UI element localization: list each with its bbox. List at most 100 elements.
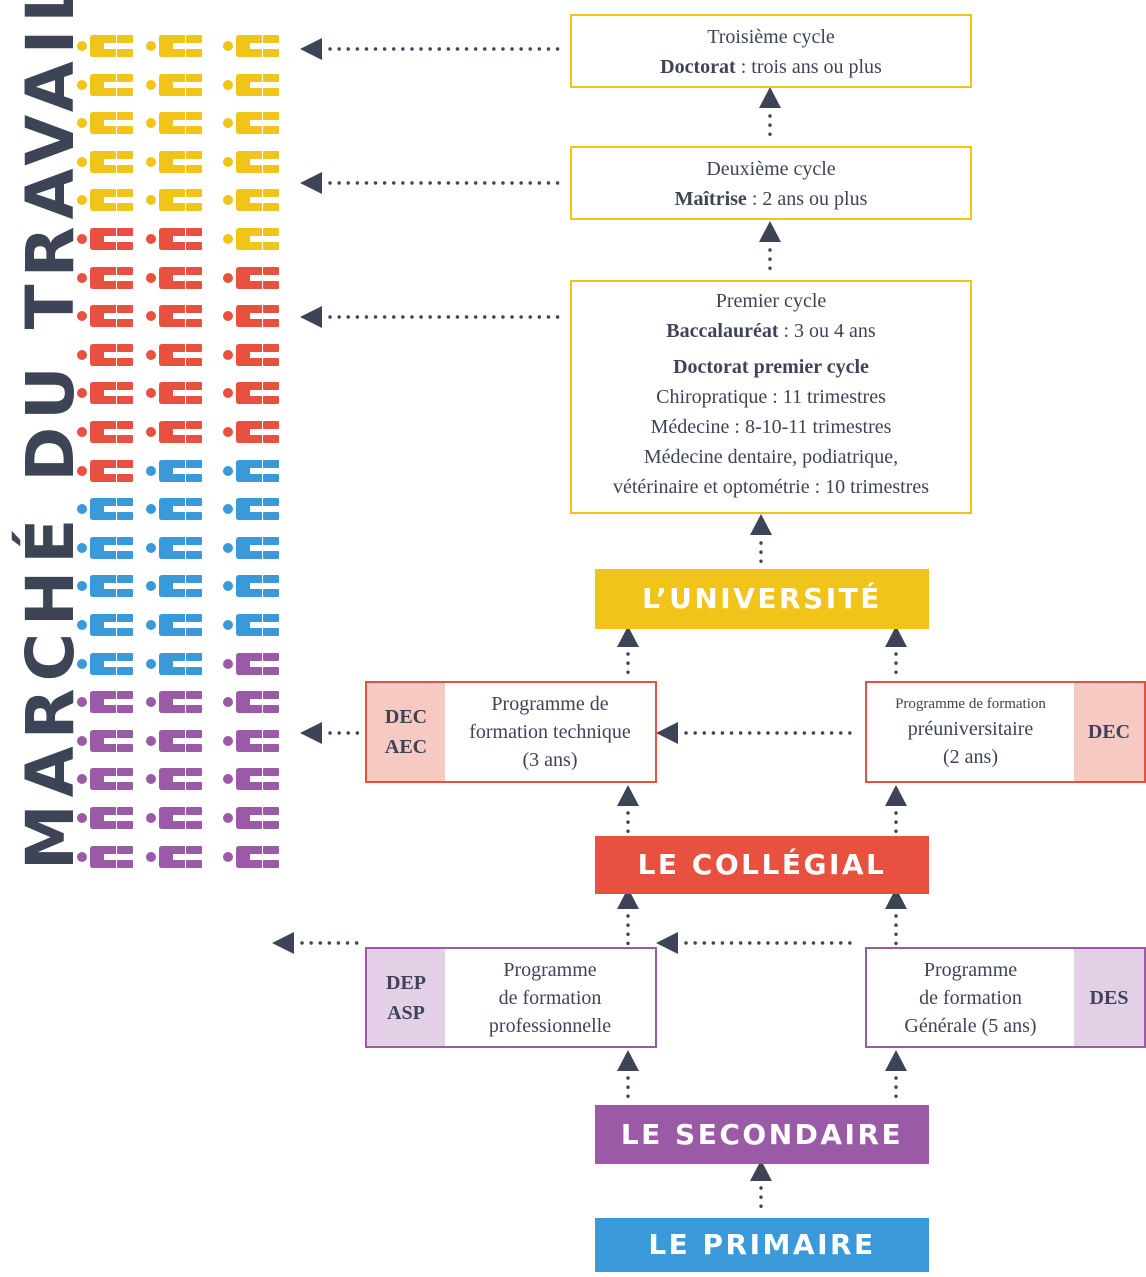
person-icon bbox=[146, 189, 202, 211]
technique-program-text: Programme de formation technique (3 ans) bbox=[445, 683, 655, 781]
collegial-banner: LE COLLÉGIAL bbox=[595, 836, 929, 894]
person-icon bbox=[146, 421, 202, 443]
premier-cycle-box: Premier cycle Baccalauréat : 3 ou 4 ans … bbox=[570, 280, 972, 514]
arrow-up-bacc-to-maitrise bbox=[759, 221, 781, 242]
person-icon bbox=[77, 537, 133, 559]
person-icon bbox=[77, 267, 133, 289]
arrow-up-technique-to-univ bbox=[617, 626, 639, 647]
arrow-up-univ-to-premier bbox=[750, 514, 772, 535]
dep-tag: DEP bbox=[386, 971, 426, 994]
person-icon bbox=[146, 74, 202, 96]
person-icon bbox=[223, 74, 279, 96]
pro-program-text: Programme de formation professionnelle bbox=[445, 949, 655, 1046]
arrow-left-technique bbox=[300, 722, 322, 744]
technique-program-box: DEC AEC Programme de formation technique… bbox=[365, 681, 657, 783]
troisieme-cycle-detail: Doctorat : trois ans ou plus bbox=[660, 56, 882, 78]
person-icon bbox=[146, 267, 202, 289]
person-icon bbox=[223, 228, 279, 250]
person-icon bbox=[77, 460, 133, 482]
person-icon bbox=[77, 614, 133, 636]
person-icon bbox=[77, 653, 133, 675]
generale-line-3: Générale (5 ans) bbox=[904, 1014, 1037, 1037]
person-icon bbox=[77, 112, 133, 134]
premier-cycle-line-1: Chiropratique : 11 trimestres bbox=[656, 386, 886, 408]
person-icon bbox=[146, 653, 202, 675]
person-icon bbox=[77, 807, 133, 829]
person-icon bbox=[146, 691, 202, 713]
person-icon bbox=[223, 730, 279, 752]
premier-cycle-label: Premier cycle bbox=[715, 290, 827, 312]
preuniversitaire-program-box: Programme de formation préuniversitaire … bbox=[865, 681, 1146, 783]
person-icon bbox=[223, 267, 279, 289]
technique-line-2: formation technique bbox=[469, 721, 631, 743]
person-icon bbox=[223, 846, 279, 868]
person-icon bbox=[223, 305, 279, 327]
arrow-up-secondaire-to-generale bbox=[885, 1050, 907, 1071]
generale-line-1: Programme bbox=[923, 958, 1018, 981]
person-icon bbox=[77, 691, 133, 713]
person-icon bbox=[146, 575, 202, 597]
troisieme-cycle-box: Troisième cycle Doctorat : trois ans ou … bbox=[570, 14, 972, 88]
preuniv-diploma-tag: DEC bbox=[1074, 683, 1144, 781]
arrow-up-maitrise-to-doctorat bbox=[759, 87, 781, 108]
aec-tag: AEC bbox=[384, 736, 428, 758]
person-icon bbox=[146, 768, 202, 790]
arrow-up-primaire-to-secondaire bbox=[750, 1160, 772, 1181]
dec-tag: DEC bbox=[384, 706, 428, 728]
person-icon bbox=[77, 74, 133, 96]
arrow-up-collegial-to-preuniv bbox=[885, 785, 907, 806]
arrow-left-professionnelle bbox=[272, 932, 294, 954]
pro-line-2: de formation bbox=[498, 986, 602, 1009]
person-icon bbox=[146, 614, 202, 636]
person-icon bbox=[146, 807, 202, 829]
person-icon bbox=[77, 730, 133, 752]
person-icon bbox=[77, 151, 133, 173]
person-icon bbox=[146, 228, 202, 250]
person-icon bbox=[146, 498, 202, 520]
pro-diploma-tags: DEP ASP bbox=[367, 949, 445, 1046]
doctorat-premier-cycle-heading: Doctorat premier cycle bbox=[673, 356, 869, 378]
dec-tag: DEC bbox=[1087, 721, 1131, 743]
person-icon bbox=[223, 614, 279, 636]
arrow-left-baccalaureat bbox=[300, 306, 322, 328]
person-icon bbox=[223, 382, 279, 404]
generale-diploma-tag: DES bbox=[1074, 949, 1144, 1046]
person-icon bbox=[223, 112, 279, 134]
person-icon bbox=[223, 768, 279, 790]
generale-program-text: Programme de formation Générale (5 ans) bbox=[867, 949, 1074, 1046]
person-icon bbox=[146, 846, 202, 868]
generale-program-box: Programme de formation Générale (5 ans) … bbox=[865, 947, 1146, 1048]
primaire-banner: LE PRIMAIRE bbox=[595, 1218, 929, 1272]
pro-line-1: Programme bbox=[503, 958, 597, 981]
deuxieme-cycle-detail: Maîtrise : 2 ans ou plus bbox=[674, 188, 868, 210]
professionnelle-program-box: DEP ASP Programme de formation professio… bbox=[365, 947, 657, 1048]
technique-line-1: Programme de bbox=[491, 693, 609, 715]
arrow-up-collegial-to-technique bbox=[617, 785, 639, 806]
person-icon bbox=[77, 189, 133, 211]
preuniv-line-1: Programme de formation bbox=[895, 696, 1046, 712]
person-icon bbox=[146, 382, 202, 404]
preuniversitaire-program-text: Programme de formation préuniversitaire … bbox=[867, 683, 1074, 781]
person-icon bbox=[223, 691, 279, 713]
person-icon bbox=[146, 35, 202, 57]
person-icon bbox=[77, 498, 133, 520]
troisieme-cycle-label: Troisième cycle bbox=[707, 26, 835, 48]
pro-line-3: professionnelle bbox=[488, 1014, 612, 1037]
person-icon bbox=[77, 344, 133, 366]
person-icon bbox=[223, 537, 279, 559]
person-icon bbox=[146, 730, 202, 752]
generale-line-2: de formation bbox=[919, 986, 1022, 1009]
person-icon bbox=[223, 807, 279, 829]
person-icon bbox=[223, 653, 279, 675]
person-icon bbox=[223, 151, 279, 173]
person-icon bbox=[77, 846, 133, 868]
person-icon bbox=[146, 112, 202, 134]
arrow-left-maitrise bbox=[300, 172, 322, 194]
person-icon bbox=[77, 305, 133, 327]
arrow-up-generale-to-collegial bbox=[885, 888, 907, 909]
arrow-left-preuniv-to-technique bbox=[656, 722, 678, 744]
person-icon bbox=[77, 421, 133, 443]
universite-banner: L’UNIVERSITÉ bbox=[595, 569, 929, 629]
